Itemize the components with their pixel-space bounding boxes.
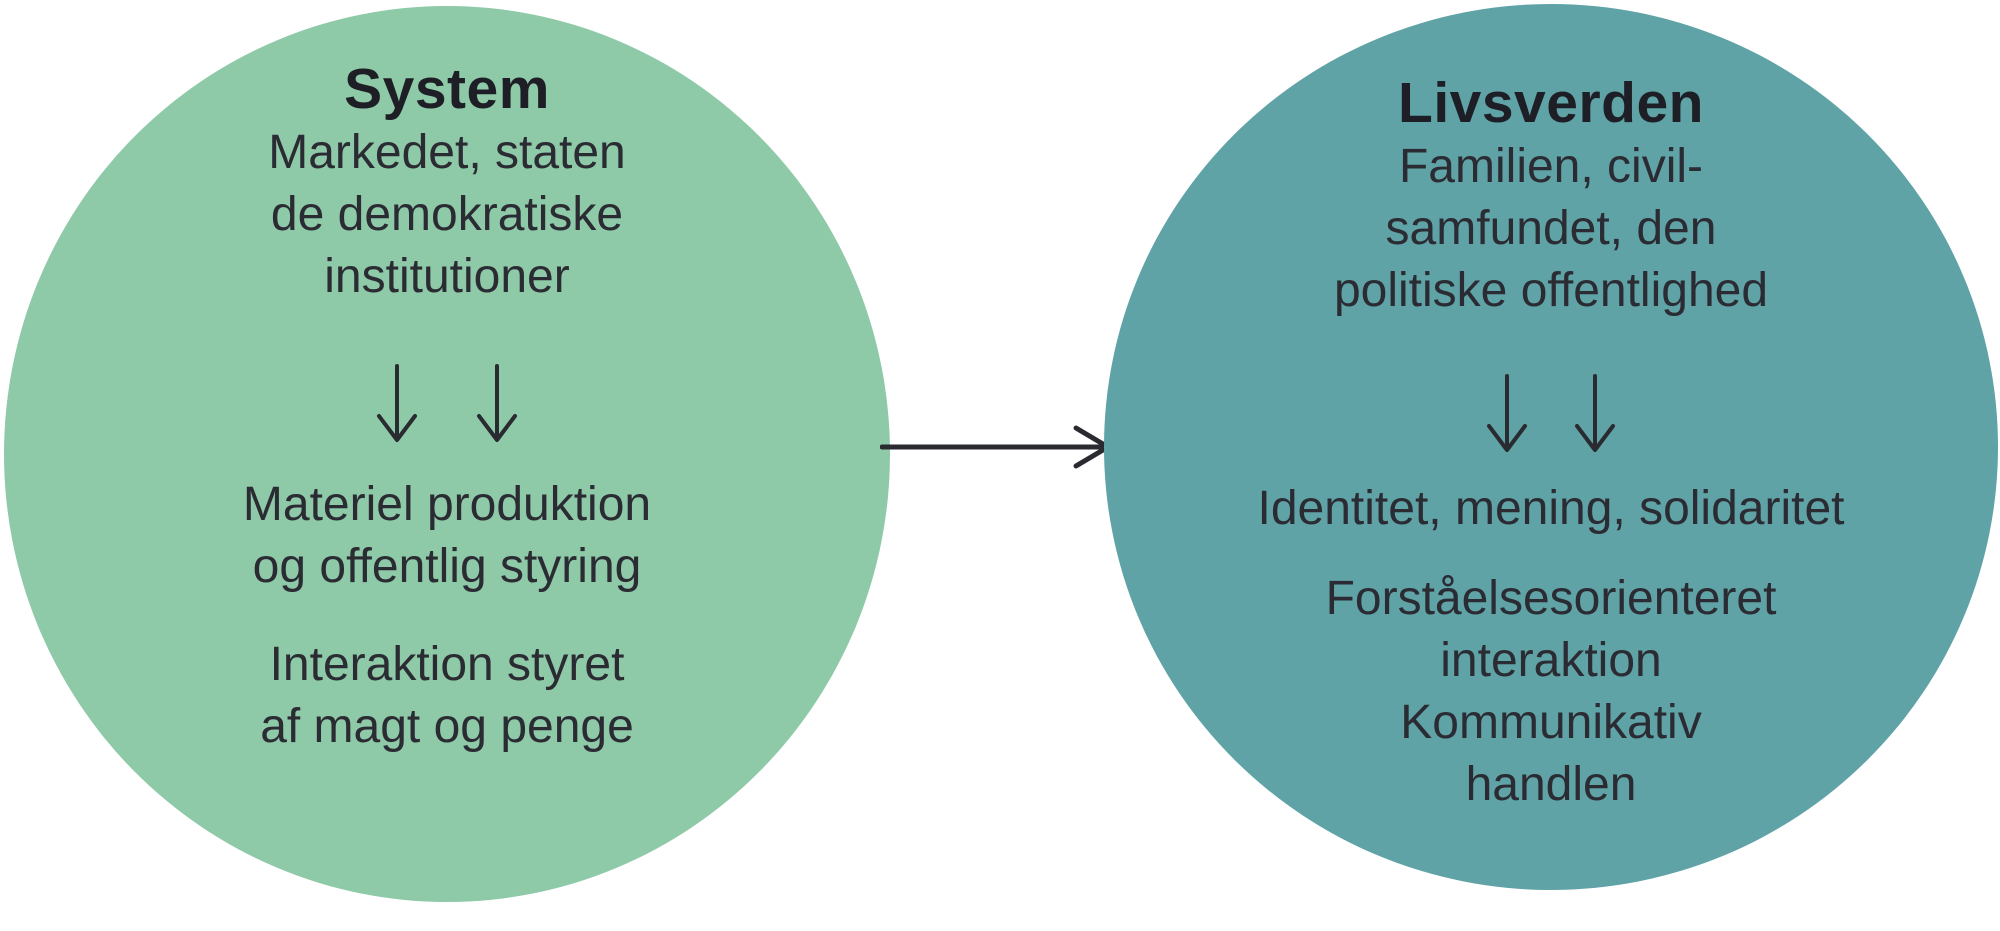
text-line: interaktion — [1440, 634, 1662, 687]
text-line: Familien, civil- — [1398, 140, 1704, 193]
text-line: de demokratiske — [270, 188, 624, 241]
text-line: Forståelsesorienteret — [1325, 572, 1777, 625]
system-circle: System Markedet, staten de demokratiske … — [4, 6, 890, 902]
livsverden-circle-content: Livsverden Familien, civil- samfundet, d… — [1258, 4, 1845, 890]
system-circle-content: System Markedet, staten de demokratiske … — [243, 6, 651, 902]
text-line: af magt og penge — [260, 700, 634, 753]
text-line: institutioner — [324, 250, 570, 303]
livsverden-title: Livsverden — [1398, 71, 1704, 135]
text-line: Markedet, staten — [268, 126, 626, 179]
livsverden-circle: Livsverden Familien, civil- samfundet, d… — [1104, 4, 1998, 890]
double-down-arrows-icon — [1487, 374, 1615, 452]
system-title: System — [344, 57, 550, 121]
text-line: politiske offentlighed — [1333, 264, 1769, 317]
text-line: Interaktion styret — [269, 638, 625, 691]
right-arrow-icon — [880, 425, 1111, 469]
text-line: samfundet, den — [1385, 202, 1717, 255]
double-down-arrows-icon — [377, 364, 517, 442]
text-line: og offentlig styring — [252, 540, 642, 593]
text-line: handlen — [1465, 758, 1637, 811]
text-line: Kommunikativ — [1400, 696, 1702, 749]
text-line: Identitet, mening, solidaritet — [1257, 482, 1845, 535]
text-line: Materiel produktion — [242, 478, 652, 531]
